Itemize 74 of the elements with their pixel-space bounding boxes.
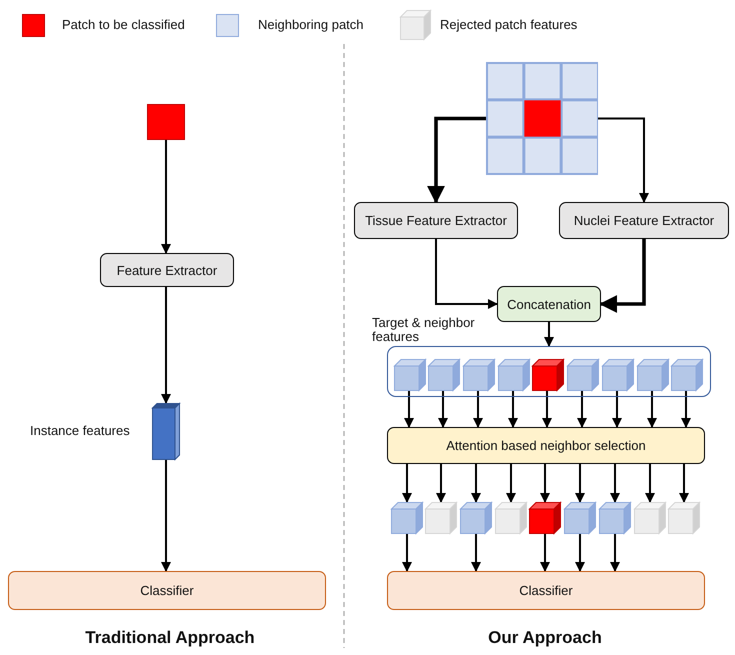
feature-cube-icon [495,502,527,534]
legend-label: Patch to be classified [62,17,185,32]
arrow [575,534,585,572]
node-caption: Instance features [30,424,131,438]
arrow [427,116,486,204]
arrow [679,464,689,503]
arrow [508,390,518,428]
arrow [540,464,550,503]
arrow [598,118,649,203]
process-box [100,253,234,287]
arrow [473,390,483,428]
arrow [647,390,657,428]
arrow [161,460,171,572]
feature-cube-icon [425,502,457,534]
feature-cube-icon [567,359,599,391]
arrow [438,390,448,428]
arrow [506,464,516,503]
panel-title: Traditional Approach [84,628,256,648]
feature-bar-icon [152,403,180,460]
box-label: Nuclei Feature Extractor [574,213,714,228]
feature-cube-icon [532,359,564,391]
process-box [354,202,518,239]
arrow [610,464,620,503]
arrow [404,390,414,428]
box-label: Classifier [140,583,194,598]
feature-cube-icon [599,502,631,534]
legend-label: Rejected patch features [440,17,578,32]
arrow [681,390,691,428]
patch-grid-icon [486,62,598,175]
feature-cube-icon [498,359,530,391]
arrow [436,464,446,503]
feature-cube-icon [394,359,426,391]
box-label: Classifier [519,583,573,598]
box-label: Attention based neighbor selection [446,438,646,453]
panel-title: Our Approach [487,628,603,648]
feature-cube-icon [463,359,495,391]
arrow [161,287,171,404]
arrow [435,239,498,309]
feature-cube-icon [668,502,700,534]
feature-cube-icon [564,502,596,534]
box-label: Tissue Feature Extractor [365,213,507,228]
arrow [599,239,646,313]
arrow [645,464,655,503]
classifier-box [8,571,326,610]
arrow [577,390,587,428]
arrow [402,534,412,572]
arrow [612,390,622,428]
patch-square [147,104,185,140]
feature-cube-icon [460,502,492,534]
box-label: Feature Extractor [116,262,218,278]
node-caption: Target & neighbor features [372,316,476,344]
arrow [402,464,412,503]
arrow [542,390,552,428]
feature-cube-icon [428,359,460,391]
process-box [497,286,601,322]
feature-row-panel [387,346,711,397]
feature-cube-icon [391,502,423,534]
feature-cube-icon [671,359,703,391]
feature-cube-icon [602,359,634,391]
feature-cube-icon [637,359,669,391]
arrow [161,140,171,254]
arrow [575,464,585,503]
box-label: Concatenation [507,296,591,312]
arrow [471,534,481,572]
process-box [559,202,729,239]
arrow [540,534,550,572]
feature-cube-icon [529,502,561,534]
arrow [610,534,620,572]
process-box [387,427,705,464]
arrow [544,322,554,347]
classifier-box [387,571,705,610]
arrow [471,464,481,503]
legend-label: Neighboring patch [258,17,364,32]
feature-cube-icon [634,502,666,534]
